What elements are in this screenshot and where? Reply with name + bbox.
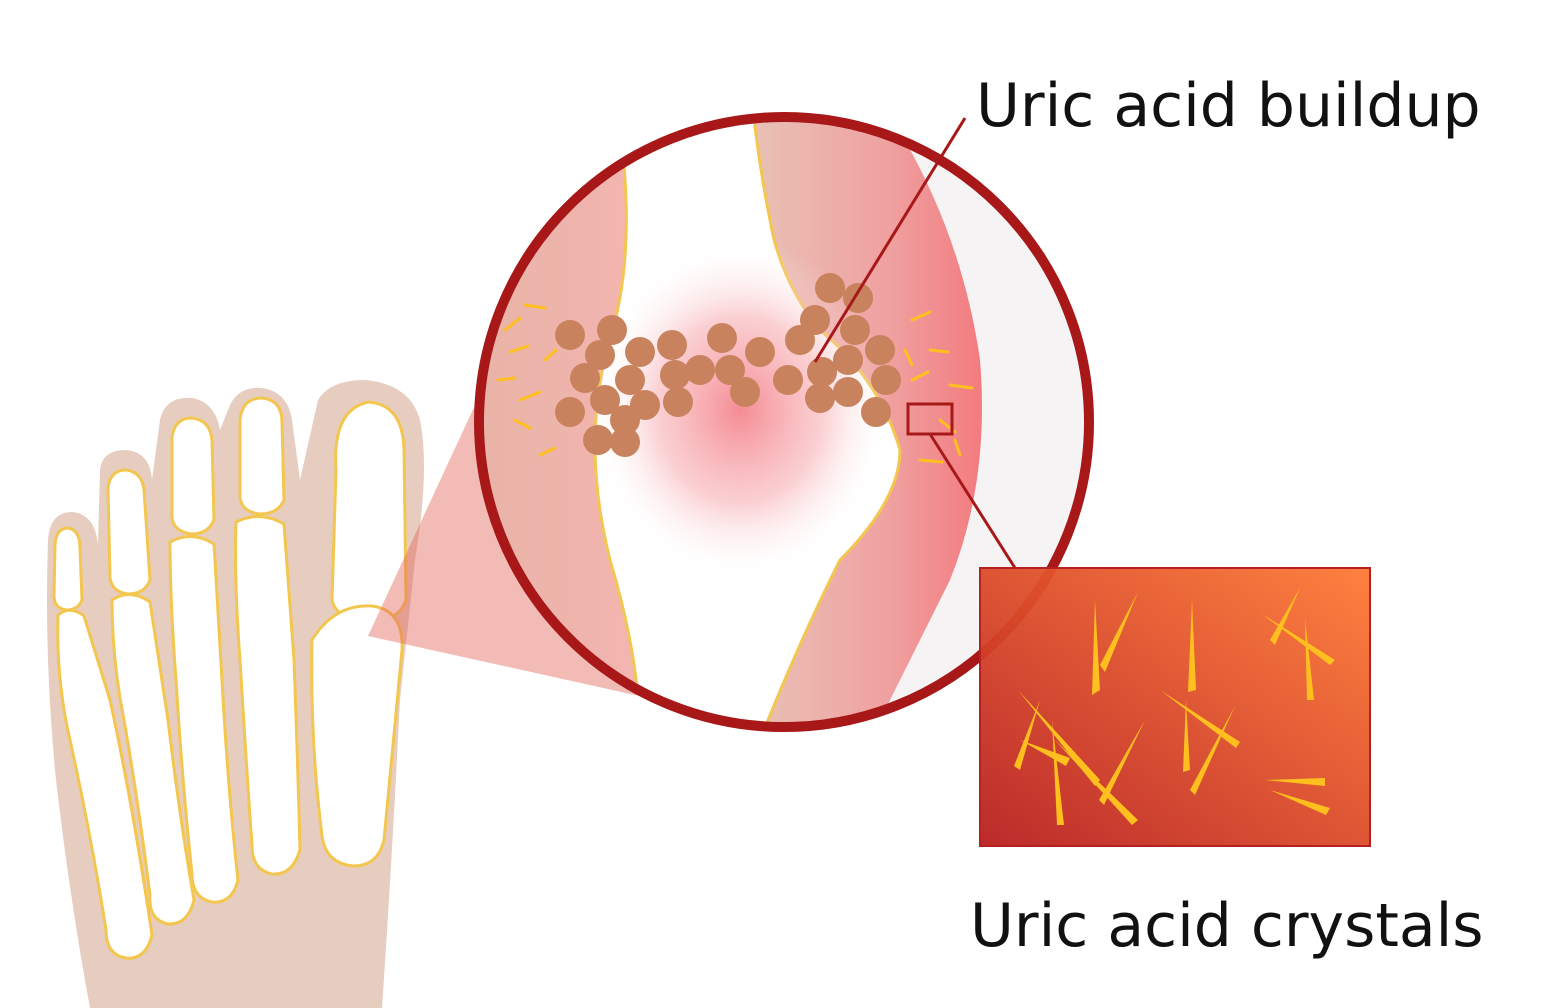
bone-third-toe xyxy=(172,418,214,534)
foot-illustration xyxy=(47,380,424,1008)
crystal-inset xyxy=(980,568,1370,846)
label-uric-acid-buildup: Uric acid buildup xyxy=(976,71,1481,141)
bone-fourth-toe xyxy=(108,470,150,594)
bone-pinky-toe xyxy=(54,528,82,610)
label-uric-acid-crystals: Uric acid crystals xyxy=(970,891,1484,961)
bone-second-toe xyxy=(240,398,284,514)
